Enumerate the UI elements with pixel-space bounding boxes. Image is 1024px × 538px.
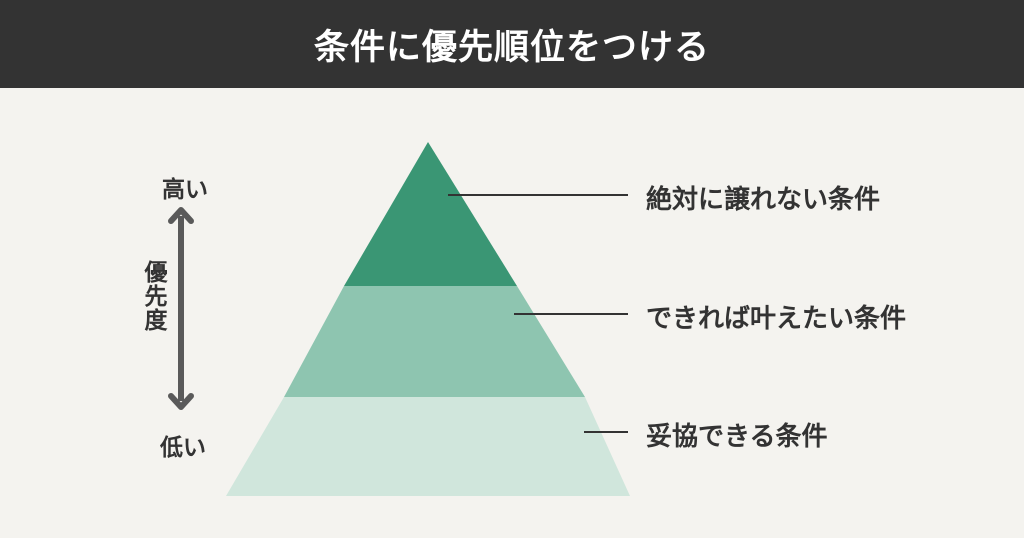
- pyramid-tier-top: [344, 142, 517, 286]
- tier-label-must-have: 絶対に譲れない条件: [646, 185, 881, 215]
- tier-label-compromise: 妥協できる条件: [646, 422, 828, 452]
- pyramid-tier-middle: [284, 286, 585, 397]
- arrow-down-head: [168, 393, 194, 410]
- priority-low-label: 低い: [160, 435, 206, 461]
- arrow-up-head: [168, 207, 194, 224]
- priority-axis-title: 優先度: [140, 260, 166, 332]
- page-title: 条件に優先順位をつける: [313, 27, 710, 68]
- pyramid-graphic: [168, 142, 630, 496]
- pyramid-tier-bottom: [226, 397, 630, 496]
- priority-pyramid-diagram: 高い 優先度 低い 絶対に譲れない条件 できれば叶えたい条件 妥協できる条件: [0, 88, 1024, 538]
- tier-label-nice-to-have: できれば叶えたい条件: [646, 304, 907, 334]
- priority-high-label: 高い: [162, 177, 208, 203]
- header-bar: 条件に優先順位をつける: [0, 0, 1024, 88]
